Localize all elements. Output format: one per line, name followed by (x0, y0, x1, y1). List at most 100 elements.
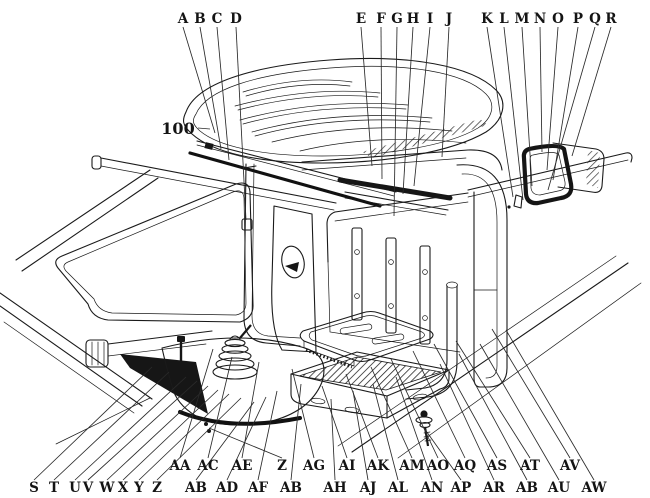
leader-line-Z-u3 (208, 427, 283, 459)
part-label-AB-l8: AB (184, 480, 207, 496)
part-label-D-t3: D (230, 11, 242, 27)
part-label-M-t12: M (515, 11, 530, 27)
leader-line-O-t14 (546, 26, 559, 171)
part-label-AL-l14: AL (387, 480, 408, 496)
leader-line-H-t7 (402, 26, 414, 195)
leader-line-AO-u8 (390, 358, 439, 459)
part-label-N-t13: N (534, 11, 546, 27)
part-label-AD-l9: AD (215, 480, 238, 496)
part-label-O-t14: O (552, 11, 564, 27)
floor-pan (85, 255, 642, 459)
part-label-AF-l10: AF (247, 480, 268, 496)
part-label-P-t15: P (573, 11, 583, 27)
leader-line-R-t17 (571, 26, 612, 157)
part-label-X-l5: X (118, 480, 129, 496)
part-label-AQ-u9: AQ (453, 458, 476, 474)
part-label-AI-u5: AI (338, 458, 356, 474)
leader-line-K-t10 (486, 26, 514, 198)
leader-line-AQ-u9 (412, 350, 466, 459)
leader-line-AD-l9 (226, 396, 267, 481)
leader-line-AB-l8 (195, 401, 255, 481)
leader-line-Y-l6 (138, 393, 230, 481)
part-label-AE-u2: AE (231, 458, 253, 474)
part-label-G-t6: G (391, 11, 403, 27)
part-label-AS-u10: AS (486, 458, 507, 474)
roof-seal-strips (91, 140, 453, 231)
leader-line-L-t11 (503, 26, 524, 201)
part-label-AK-u6: AK (366, 458, 390, 474)
part-label-AC-u1: AC (196, 458, 218, 474)
left-door-frame (0, 169, 254, 445)
leader-line-U-l2 (74, 376, 187, 481)
part-label-AM-u7: AM (398, 458, 424, 474)
leader-line-X-l5 (122, 389, 219, 481)
leader-line-AR-l17 (439, 363, 495, 481)
leader-line-AT-u11 (455, 340, 531, 459)
part-label-AR-l17: AR (482, 480, 505, 496)
ref-label-100: 100 (161, 119, 194, 138)
part-label-AU-l19: AU (547, 480, 570, 496)
leader-line-AS-u10 (433, 343, 498, 459)
part-label-AO-u8: AO (426, 458, 449, 474)
leader-line-V-l3 (87, 380, 198, 481)
leader-line-AU-l19 (479, 343, 560, 481)
roof-panel (182, 57, 504, 164)
part-label-AG-u4: AG (302, 458, 325, 474)
floor-shadow (120, 354, 208, 414)
leader-line-P-t15 (552, 26, 579, 181)
part-label-V-l3: V (82, 480, 94, 496)
roof-edge-hatch (362, 119, 488, 158)
leader-line-AW-l20 (505, 329, 595, 481)
leader-line-M-t12 (521, 26, 533, 187)
part-label-I-t8: I (427, 11, 433, 27)
leader-line-AF-l10 (257, 390, 278, 481)
leader-line-AJ-l13 (352, 390, 369, 481)
part-label-C-t2: C (212, 11, 223, 27)
leader-line-J-t9 (441, 26, 450, 158)
leader-line-AA-u0 (179, 348, 214, 459)
leader-line-AB-l11 (290, 383, 302, 481)
leader-lines (33, 26, 612, 481)
part-label-W-l4: W (98, 480, 115, 496)
leader-line-D-t3 (235, 26, 247, 221)
part-label-A-t0: A (177, 11, 189, 27)
part-label-L-t11: L (499, 11, 509, 27)
rear-window-assembly (467, 142, 633, 209)
part-label-K-t10: K (481, 11, 494, 27)
leader-line-AH-l12 (330, 398, 336, 481)
leader-line-AM-u7 (370, 366, 413, 459)
part-label-AT-u11: AT (519, 458, 540, 474)
part-label-Z-u3: Z (277, 458, 287, 474)
part-label-AJ-l13: AJ (359, 480, 377, 496)
part-label-T-l1: T (49, 480, 59, 496)
leader-line-AK-u6 (345, 373, 379, 459)
leader-line-AI-u5 (321, 385, 348, 459)
part-label-H-t7: H (407, 11, 420, 27)
part-label-F-t5: F (376, 11, 386, 27)
leader-line-AC-u1 (207, 356, 233, 459)
leader-line-AB-l18 (458, 353, 528, 481)
leader-line-B-t1 (199, 26, 222, 150)
leader-line-AL-l14 (372, 383, 399, 481)
part-label-B-t1: B (194, 11, 205, 27)
leader-line-AG-u4 (291, 368, 315, 459)
leader-line-C-t2 (216, 26, 230, 161)
rear-panel-hatch (586, 150, 600, 188)
leader-line-AP-l16 (423, 427, 462, 481)
part-label-AH-l12: AH (322, 480, 346, 496)
battery-box (290, 351, 450, 419)
leader-line-Q-t16 (547, 26, 596, 191)
part-label-AW-l20: AW (581, 480, 608, 496)
part-label-AA-u0: AA (169, 458, 191, 474)
part-label-AP-l16: AP (450, 480, 472, 496)
leader-line-N-t13 (539, 26, 543, 153)
leader-line-Z-l7 (156, 397, 242, 481)
part-label-AV-u12: AV (559, 458, 580, 474)
leader-line-S-l0 (33, 366, 153, 481)
leader-line-W-l4 (106, 385, 209, 481)
leader-line-100 (197, 127, 211, 130)
part-label-AN-l15: AN (420, 480, 444, 496)
leader-line-T-l1 (53, 371, 170, 481)
part-label-R-t17: R (605, 11, 617, 27)
leader-line-G-t6 (393, 26, 398, 217)
